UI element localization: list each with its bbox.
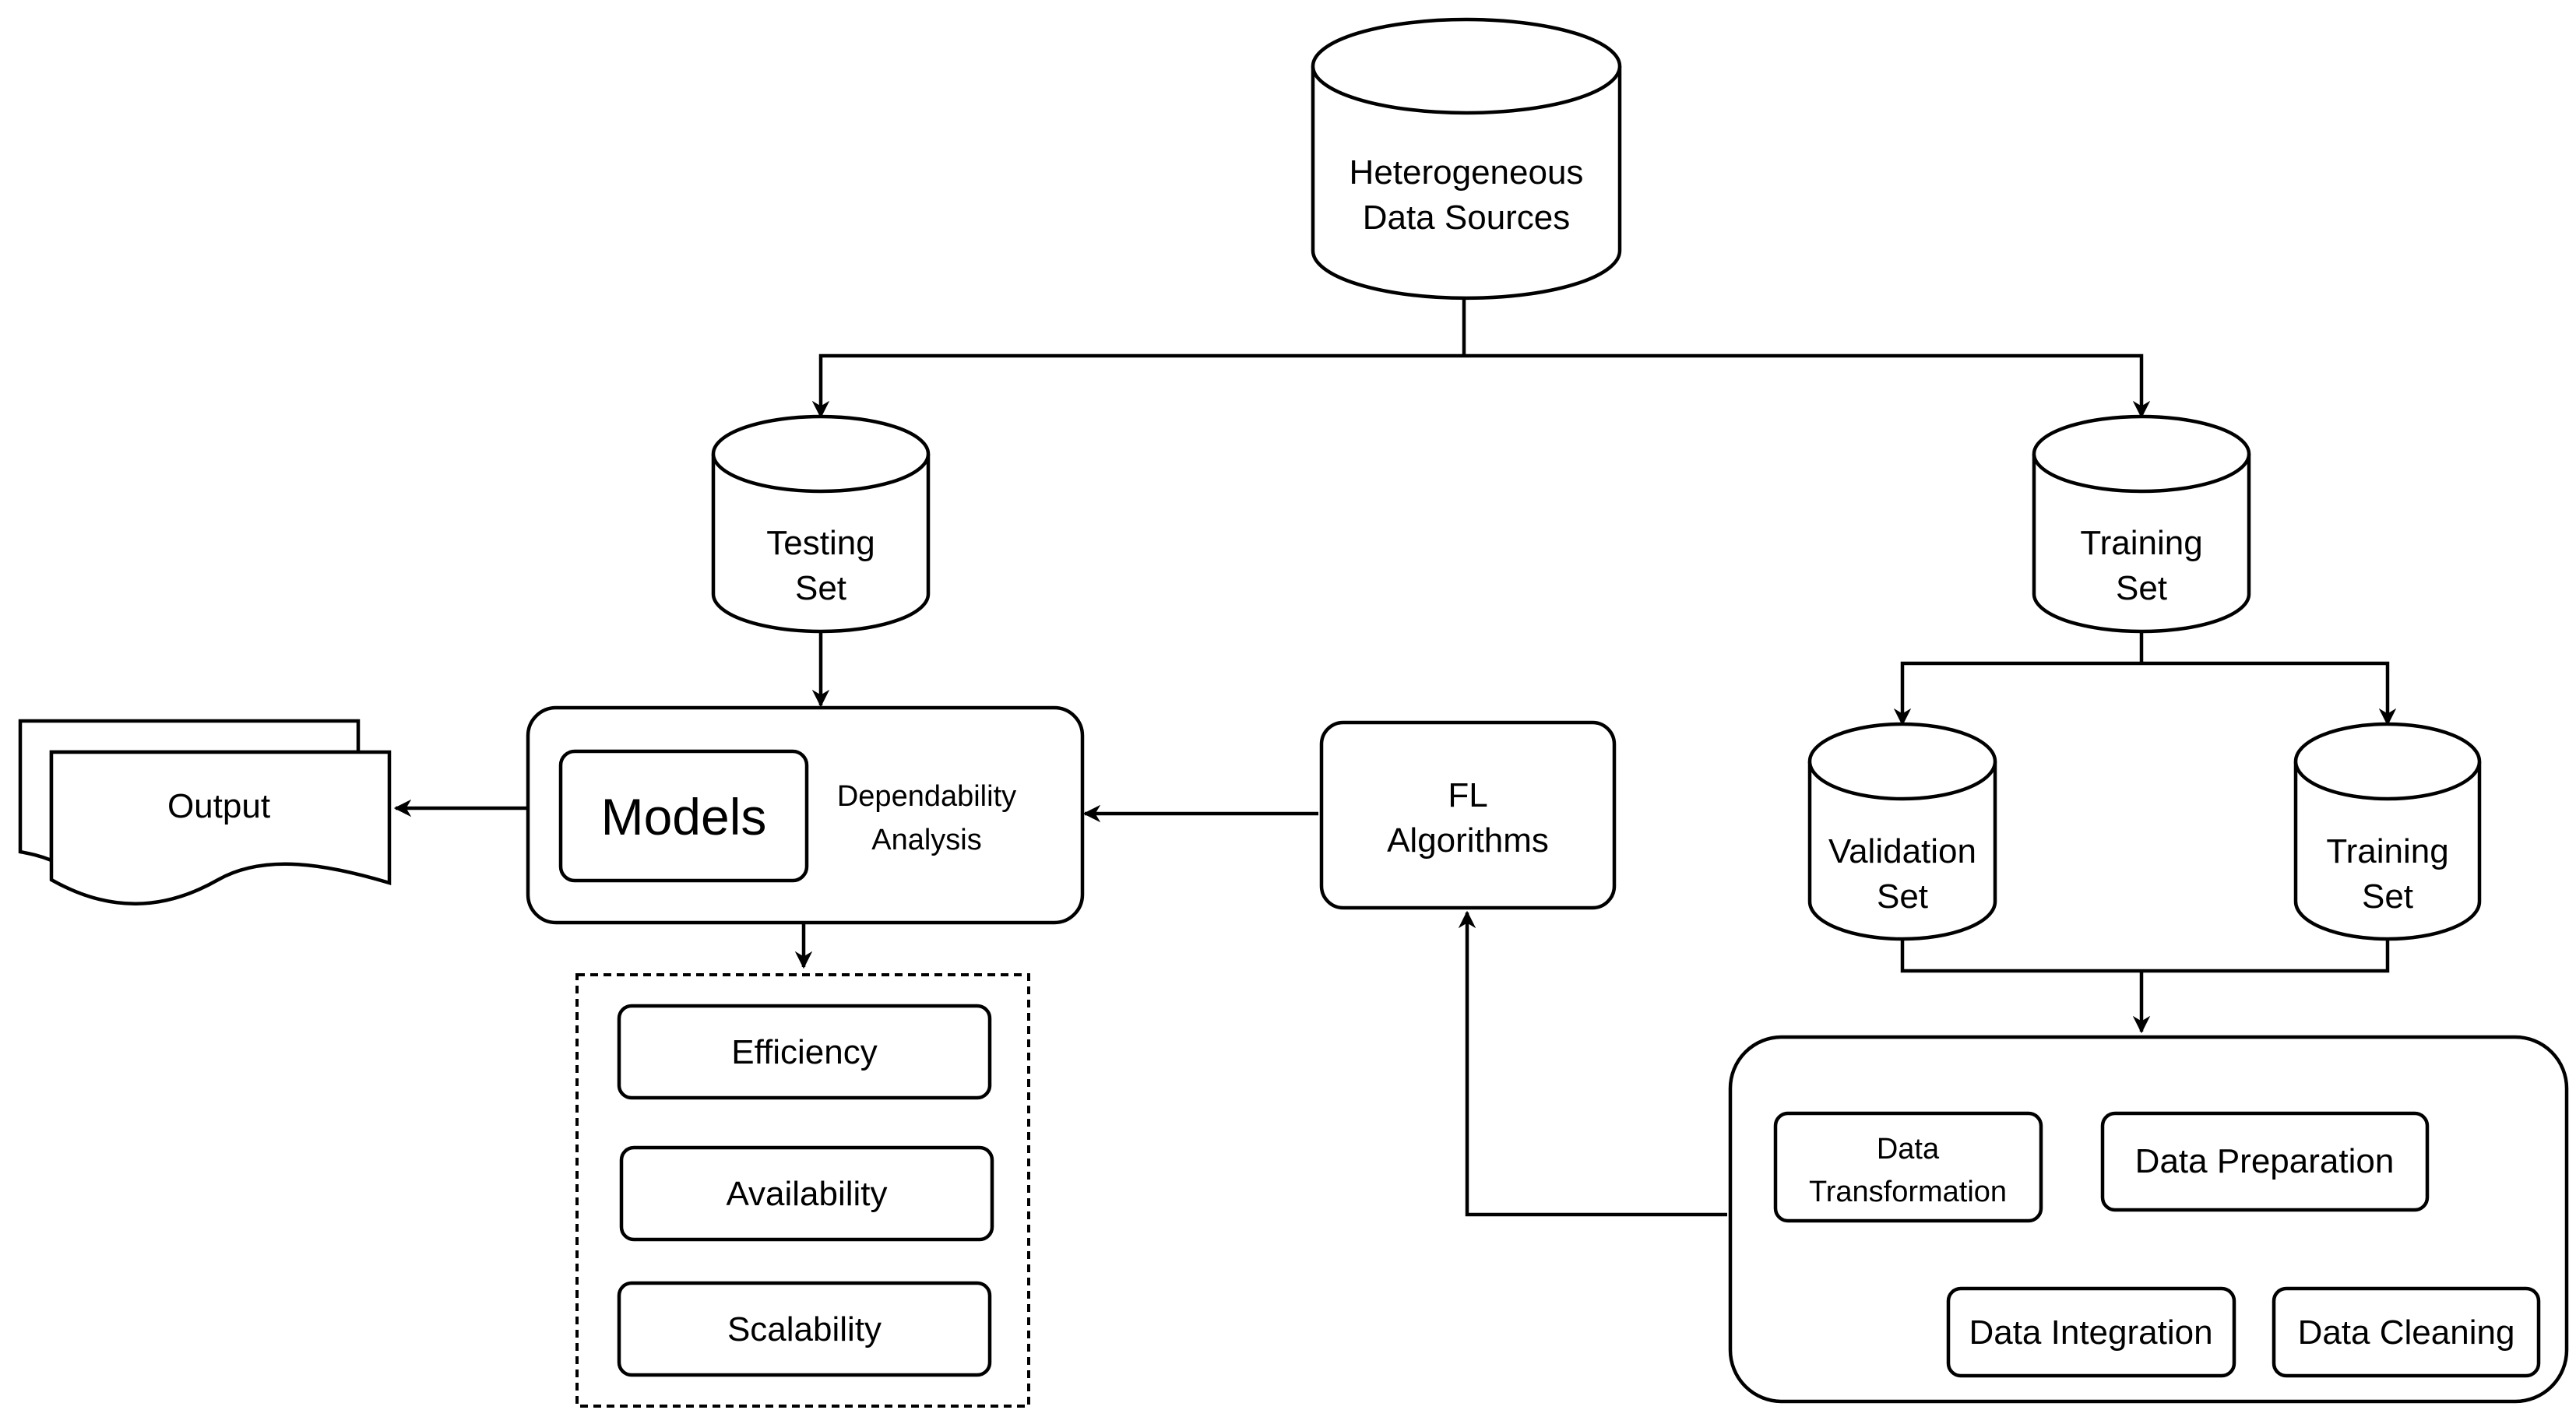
data-cleaning-label: Data Cleaning (2298, 1313, 2515, 1352)
scalability-box (617, 1281, 992, 1377)
data-integration-label: Data Integration (1969, 1313, 2212, 1352)
models-box (558, 749, 809, 883)
availability-label: Availability (726, 1175, 887, 1213)
data-preparation-box (2100, 1111, 2430, 1212)
scalability-label: Scalability (727, 1310, 882, 1348)
sources-label-line1: Heterogeneous (1350, 153, 1584, 192)
data-transformation-label-line1: Data (1877, 1133, 1940, 1166)
testing-set-cylinder: Testing Set (711, 414, 931, 634)
fl-algorithms-label-line1: FL (1448, 776, 1487, 814)
arrow-training-to-training-split (2141, 661, 2397, 726)
testing-set-label-line1: Testing (766, 524, 875, 562)
training-set-split-cylinder: Training Set (2293, 722, 2482, 941)
output-document-front (49, 750, 392, 905)
arrow-sources-to-training-set (1464, 353, 2151, 419)
validation-set-label-line2: Set (1877, 877, 1928, 916)
training-set-split-label-line2: Set (2362, 877, 2413, 916)
heterogeneous-data-sources-cylinder: Heterogeneous Data Sources (1311, 17, 1622, 301)
preprocessing-block: Data Transformation Data Preparation Dat… (1728, 1035, 2569, 1404)
testing-set-label-line2: Set (795, 569, 846, 607)
training-set-label-line1: Training (2080, 524, 2202, 562)
data-transformation-label-line2: Transformation (1809, 1176, 2007, 1208)
training-set-cylinder: Training Set (2032, 414, 2251, 634)
dependability-analysis-label-line2: Analysis (871, 824, 982, 856)
data-cleaning-box (2272, 1286, 2541, 1378)
efficiency-label: Efficiency (731, 1033, 878, 1071)
fl-algorithms-block: FL Algorithms (1319, 720, 1617, 910)
output-document-stack: Output (18, 719, 392, 905)
efficiency-box (617, 1004, 992, 1100)
fl-algorithms-label-line2: Algorithms (1387, 821, 1549, 860)
validation-set-cylinder: Validation Set (1807, 722, 1997, 941)
dependability-analysis-label-line1: Dependability (837, 780, 1016, 813)
sources-label-line2: Data Sources (1363, 199, 1571, 237)
arrow-training-to-validation-set (1893, 661, 2141, 726)
training-set-label-line2: Set (2116, 569, 2167, 607)
training-set-split-label-line1: Training (2326, 832, 2448, 870)
data-integration-box (1946, 1286, 2236, 1378)
arrow-preprocessing-to-fl (1458, 910, 1727, 1217)
connector-sets-merge (1900, 939, 2390, 973)
availability-box (619, 1145, 994, 1242)
validation-set-label-line1: Validation (1828, 832, 1976, 870)
arrow-sources-to-testing-set (811, 353, 1464, 419)
models-dependability-block: Models Dependability Analysis (526, 705, 1085, 925)
dependability-metrics-group: Efficiency Availability Scalability (575, 973, 1030, 1408)
output-label: Output (167, 787, 270, 825)
data-preparation-label: Data Preparation (2135, 1142, 2395, 1180)
models-label: Models (601, 788, 767, 846)
data-transformation-box (1773, 1111, 2043, 1223)
